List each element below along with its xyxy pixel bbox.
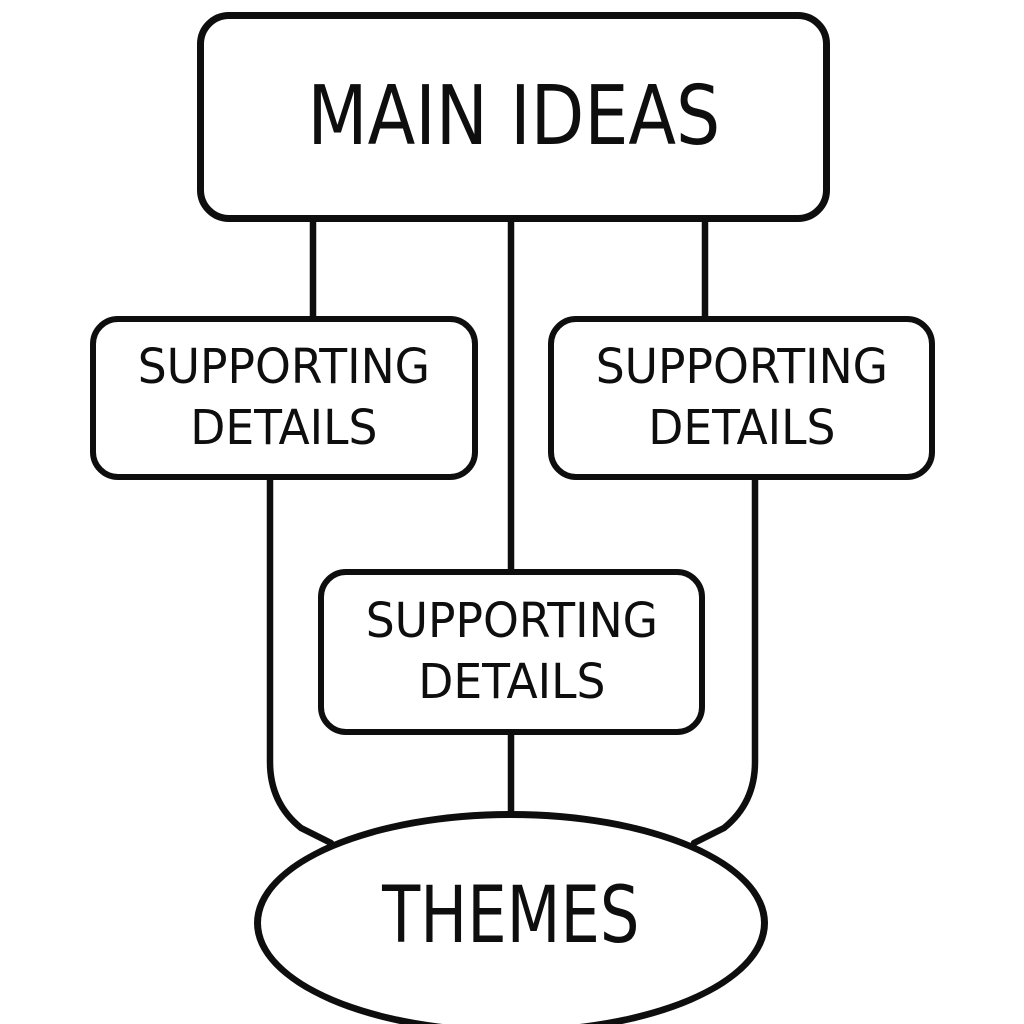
node-supporting-details-right: SUPPORTING DETAILS [548,316,935,480]
connector-supporting-right-to-themes [690,470,759,847]
connector-supporting-left-to-themes [266,470,335,847]
node-supporting-details-left-label: SUPPORTING DETAILS [137,339,431,456]
node-supporting-details-right-label: SUPPORTING DETAILS [595,339,888,456]
node-main-ideas-label: MAIN IDEAS [307,69,720,164]
node-main-ideas: MAIN IDEAS [197,12,830,222]
node-supporting-details-left: SUPPORTING DETAILS [90,316,478,480]
node-themes: THEMES [254,811,768,1024]
node-supporting-details-center: SUPPORTING DETAILS [318,569,705,735]
node-supporting-details-center-label: SUPPORTING DETAILS [365,593,658,710]
node-themes-label: THEMES [382,871,640,961]
